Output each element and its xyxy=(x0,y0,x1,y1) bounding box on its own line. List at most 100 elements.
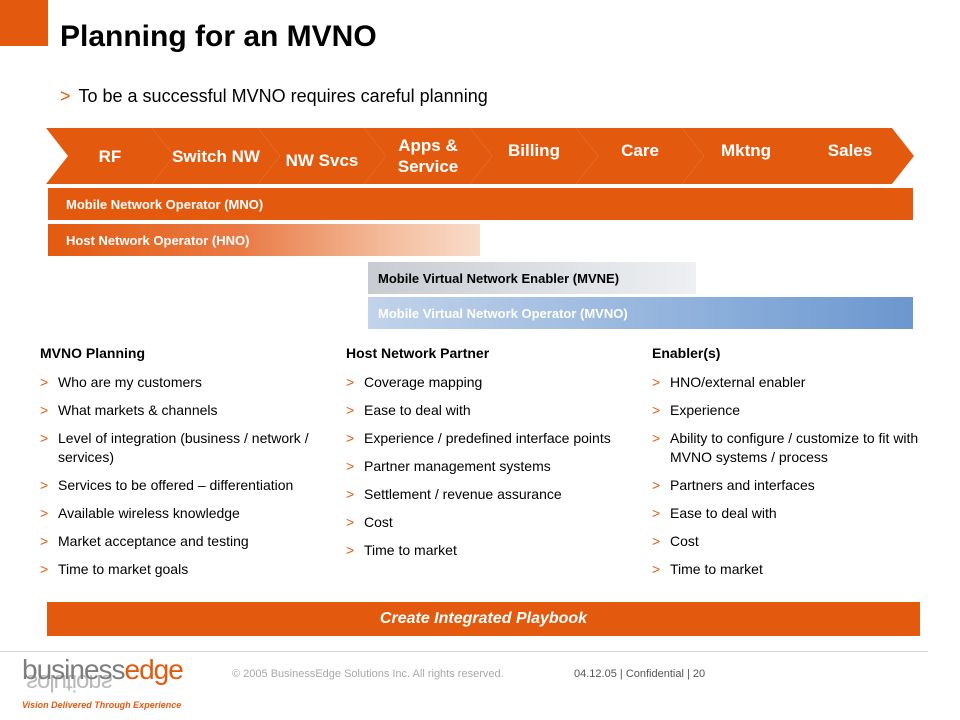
bullet-arrow: > xyxy=(346,430,355,446)
value-chain-step: RF xyxy=(46,128,174,184)
bullet-arrow: > xyxy=(40,505,49,521)
list-item: >Partner management systems xyxy=(346,457,636,476)
bullet-arrow: > xyxy=(346,486,355,502)
list-item-text: Coverage mapping xyxy=(364,374,483,390)
list-item-text: Who are my customers xyxy=(58,374,202,390)
list-item-text: Time to market goals xyxy=(58,561,189,577)
company-logo: solutions businessedge Vision Delivered … xyxy=(22,656,212,716)
column-heading: Enabler(s) xyxy=(652,345,721,361)
column-heading: Host Network Partner xyxy=(346,345,490,361)
footer-divider xyxy=(0,651,928,652)
value-chain-label: Care xyxy=(621,141,659,160)
list-item-text: Cost xyxy=(670,533,699,549)
value-chain-step: Billing xyxy=(470,128,598,184)
list-item-text: What markets & channels xyxy=(58,402,218,418)
bullet-arrow: > xyxy=(346,542,355,558)
list-item: > Time to market xyxy=(346,541,636,560)
list-item: >Ease to deal with xyxy=(652,504,937,523)
list-item: > Experience / predefined interface point… xyxy=(346,429,636,448)
list-item: > Market acceptance and testing xyxy=(40,532,340,551)
value-chain-step: Care xyxy=(576,128,704,184)
subtitle: > To be a successful MVNO requires carefu… xyxy=(60,86,488,107)
corner-accent-block xyxy=(0,0,48,46)
bullet-arrow: > xyxy=(40,430,49,446)
bullet-arrow: > xyxy=(652,533,661,549)
column-heading: MVNO Planning xyxy=(40,345,145,361)
list-item: > Partners and interfaces xyxy=(652,476,937,495)
value-chain-step: Switch NW xyxy=(152,128,280,184)
logo-word-edge: edge xyxy=(124,654,184,685)
bullet-list: > Coverage mapping > Ease to deal with > Ex… xyxy=(346,373,636,560)
bullet-arrow: > xyxy=(652,374,661,390)
list-item-text: Partners and interfaces xyxy=(670,477,815,493)
bullet-arrow: > xyxy=(40,477,49,493)
bullet-arrow: > xyxy=(652,477,661,493)
playbook-banner: Create Integrated Playbook xyxy=(47,602,920,636)
bullet-arrow: > xyxy=(652,402,661,418)
column-mvno-planning: MVNO Planning >Who are my customers >Wha… xyxy=(40,345,340,588)
hno-band: Host Network Operator (HNO) xyxy=(48,224,480,256)
list-item: > Time to market goals xyxy=(40,560,340,579)
bullet-arrow: > xyxy=(346,374,355,390)
list-item-text: Ease to deal with xyxy=(670,505,777,521)
list-item: > Time to market xyxy=(652,560,937,579)
list-item: > Level of integration (business / networ… xyxy=(40,429,340,467)
list-item-text: Ease to deal with xyxy=(364,402,471,418)
bullet-arrow: > xyxy=(40,561,49,577)
value-chain-step: Sales xyxy=(786,128,914,184)
logo-word-business: business xyxy=(22,654,126,685)
list-item-text: HNO/external enabler xyxy=(670,374,806,390)
list-item: >Cost xyxy=(346,513,636,532)
list-item: > Ease to deal with xyxy=(346,401,636,420)
value-chain-label: Billing xyxy=(508,141,560,160)
bullet-arrow: > xyxy=(652,561,661,577)
copyright-text: © 2005 BusinessEdge Solutions Inc. All r… xyxy=(232,668,504,680)
mvno-band: Mobile Virtual Network Operator (MVNO) xyxy=(368,297,913,329)
value-chain-step: NW Svcs xyxy=(258,128,386,184)
list-item-text: Experience xyxy=(670,402,741,418)
value-chain-label: RF xyxy=(98,146,122,166)
footer-confidential: Confidential xyxy=(625,668,684,680)
logo-tagline: Vision Delivered Through Experience xyxy=(22,700,182,710)
list-item: > HNO/external enabler xyxy=(652,373,937,392)
list-item: > Experience xyxy=(652,401,937,420)
subtitle-text: To be a successful MVNO requires careful… xyxy=(78,86,488,106)
value-chain-label: NW Svcs xyxy=(285,150,359,170)
value-chain-step: Mktng xyxy=(682,128,810,184)
list-item-text: Time to market xyxy=(670,561,763,577)
footer-date: 04.12.05 xyxy=(574,668,617,680)
list-item-text: Experience / predefined interface points xyxy=(364,430,611,446)
bullet-list: > HNO/external enabler > Experience > Abili… xyxy=(652,373,937,579)
mno-band: Mobile Network Operator (MNO) xyxy=(48,188,913,220)
value-chain-label: Apps & Service xyxy=(397,136,459,176)
list-item: > Ability to configure / customize to fit… xyxy=(652,429,937,467)
value-chain-label: Mktng xyxy=(720,141,772,160)
list-item: > Settlement / revenue assurance xyxy=(346,485,636,504)
list-item-text: Partner management systems xyxy=(364,458,551,474)
list-item-text: Ability to configure / customize to fit … xyxy=(670,430,919,465)
list-item: >Who are my customers xyxy=(40,373,340,392)
list-item-text: Settlement / revenue assurance xyxy=(364,486,562,502)
value-chain: RF Switch NW NW Svcs Apps & Service Bill… xyxy=(46,128,914,184)
footer-meta: 04.12.05 | Confidential | 20 xyxy=(574,668,706,680)
column-host-network-partner: Host Network Partner > Coverage mapping >… xyxy=(346,345,636,569)
list-item-text: Available wireless knowledge xyxy=(58,505,240,521)
list-item-text: Market acceptance and testing xyxy=(58,533,249,549)
mvne-band: Mobile Virtual Network Enabler (MVNE) xyxy=(368,262,696,294)
bullet-arrow: > xyxy=(346,402,355,418)
list-item: > Coverage mapping xyxy=(346,373,636,392)
value-chain-label: Sales xyxy=(827,141,873,160)
bullet-arrow: > xyxy=(40,533,49,549)
list-item-text: Services to be offered – differentiation xyxy=(58,477,294,493)
bullet-arrow: > xyxy=(60,86,71,106)
logo-wordmark: businessedge xyxy=(22,654,184,685)
bullet-list: >Who are my customers >What markets & ch… xyxy=(40,373,340,579)
column-enablers: Enabler(s) > HNO/external enabler > Experi… xyxy=(652,345,937,588)
list-item-text: Time to market xyxy=(364,542,457,558)
list-item: > Cost xyxy=(652,532,937,551)
value-chain-label: Switch NW xyxy=(172,146,260,166)
page-number: 20 xyxy=(692,668,706,680)
bullet-arrow: > xyxy=(652,430,661,446)
list-item-text: Cost xyxy=(364,514,393,530)
list-item-text: Level of integration (business / network… xyxy=(58,430,309,465)
